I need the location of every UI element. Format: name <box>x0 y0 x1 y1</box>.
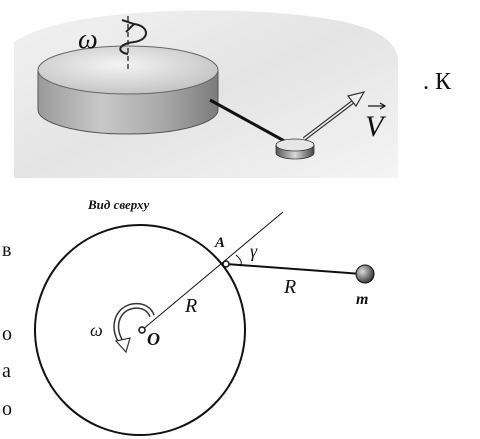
omega-label-top: ω <box>78 24 98 55</box>
velocity-label: V <box>365 110 384 143</box>
top-view-diagram <box>34 211 375 436</box>
center-point <box>138 326 146 334</box>
rotating-disk-3d-illustration <box>14 10 398 179</box>
radius-label-inner: R <box>185 295 198 317</box>
side-text-fragment: о <box>2 398 12 420</box>
disk-top <box>37 45 219 95</box>
center-label: O <box>147 329 160 349</box>
trailing-text-fragment: . К <box>423 69 452 95</box>
rope-line-top-view <box>225 263 363 275</box>
view-caption: Вид сверху <box>88 197 150 212</box>
puck-top <box>275 138 315 152</box>
radius-label-rope: R <box>284 276 297 298</box>
rope-line <box>209 98 289 145</box>
angle-label: γ <box>250 241 258 261</box>
side-text-fragment: о <box>2 323 12 345</box>
disk-circle <box>34 224 246 436</box>
side-text-fragment: в <box>2 239 12 261</box>
point-a-label: A <box>215 235 226 251</box>
radius-line <box>141 211 284 331</box>
omega-label-bottom: ω <box>90 320 103 340</box>
point-a-marker <box>222 260 230 268</box>
angle-arc <box>235 254 242 267</box>
rotation-arrow-icon <box>119 23 147 55</box>
mass-label: m <box>356 291 369 308</box>
mass-ball <box>355 264 375 284</box>
side-text-fragment: а <box>2 360 11 382</box>
